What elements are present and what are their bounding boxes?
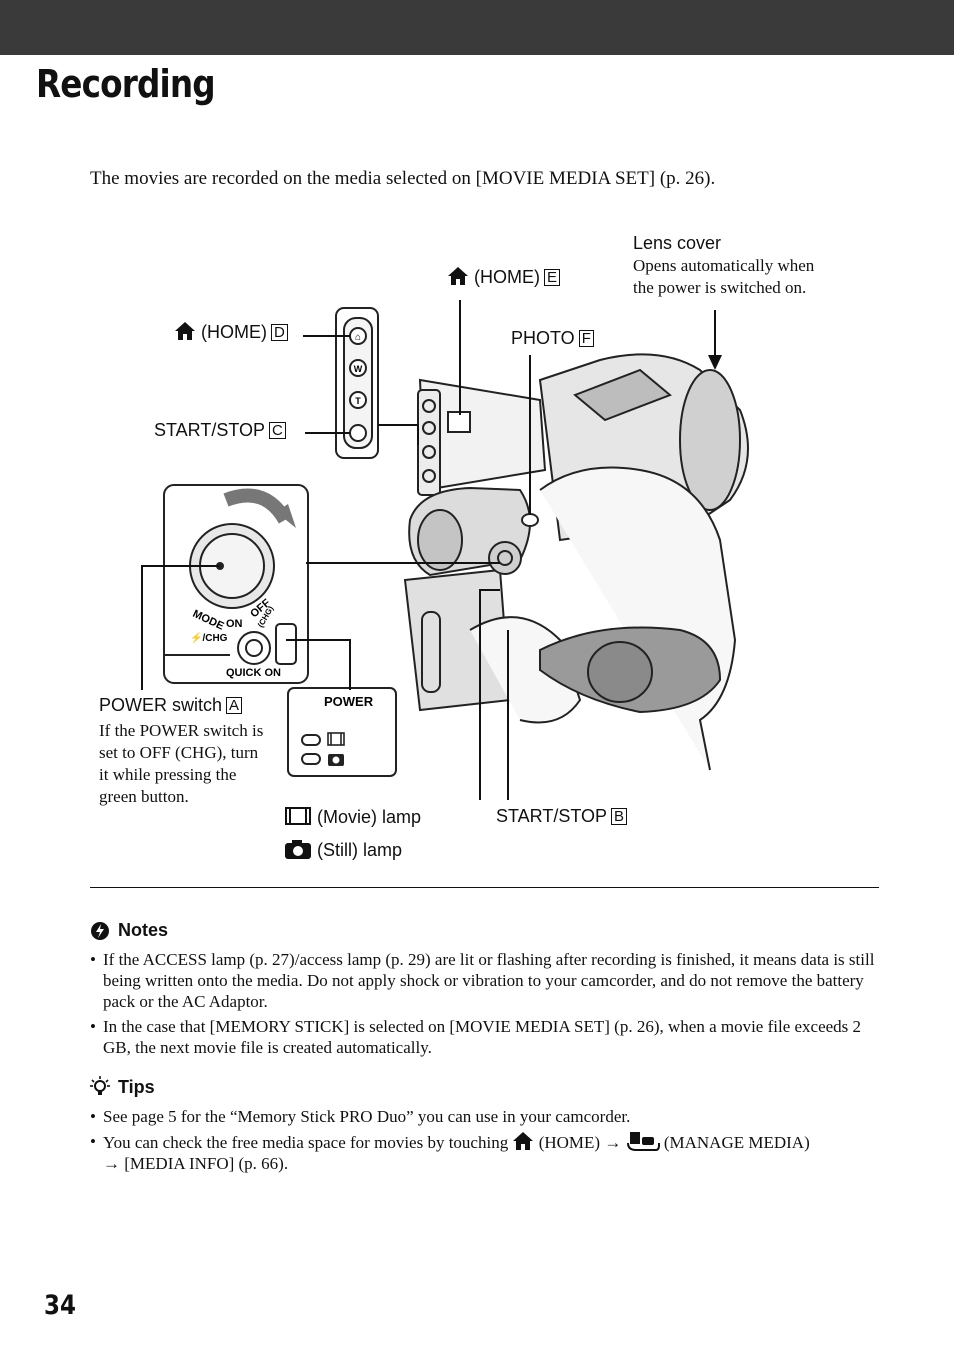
intro-text: The movies are recorded on the media sel… [90, 168, 716, 189]
home-icon [513, 1132, 534, 1150]
quick-on-label: QUICK ON [226, 667, 281, 679]
arrow-right-icon: → [103, 1154, 120, 1173]
notes-item: If the ACCESS lamp (p. 27)/access lamp (… [90, 949, 880, 1012]
home-e-callout: (HOME)E [447, 266, 561, 288]
power-panel-label: POWER [324, 694, 374, 709]
home-icon [175, 322, 195, 340]
lens-cover-title: Lens cover [633, 233, 722, 253]
notes-heading: Notes [90, 920, 168, 941]
still-lamp-callout: (Still) lamp [284, 839, 402, 861]
movie-lamp-callout: (Movie) lamp [284, 806, 421, 828]
dial-on-label: ON [226, 618, 243, 630]
section-divider [90, 887, 879, 888]
panel-film-icon [327, 732, 345, 746]
camera-icon [285, 840, 311, 859]
tips-heading: Tips [90, 1076, 155, 1098]
lightbulb-icon [90, 1076, 110, 1095]
zoom-w-label: W [354, 364, 363, 374]
lens-cover-desc: Opens automatically when the power is sw… [633, 256, 815, 297]
tips-item: You can check the free media space for m… [90, 1131, 880, 1174]
header-bar [0, 0, 954, 55]
film-icon [285, 807, 311, 825]
dial-flash-label: ⚡/CHG [190, 631, 228, 644]
home-d-callout: (HOME)D [174, 321, 288, 343]
home-icon [448, 267, 468, 285]
panel-camera-icon [328, 754, 344, 766]
page-title: Recording [36, 62, 216, 106]
arrow-right-icon: → [604, 1133, 622, 1152]
zoom-t-label: T [355, 396, 361, 406]
manage-media-icon [626, 1132, 660, 1151]
tips-item: See page 5 for the “Memory Stick PRO Duo… [90, 1106, 880, 1127]
page-number: 34 [44, 1290, 76, 1321]
notes-icon [91, 921, 109, 940]
notes-item: In the case that [MEMORY STICK] is selec… [90, 1016, 880, 1058]
tips-list: See page 5 for the “Memory Stick PRO Duo… [90, 1106, 880, 1178]
power-switch-desc: If the POWER switch is set to OFF (CHG),… [99, 721, 264, 806]
camcorder-diagram: ⌂ W T MODE ON OFF (CHG) ⚡/CHG QUICK ON P… [141, 300, 749, 800]
notes-list: If the ACCESS lamp (p. 27)/access lamp (… [90, 949, 880, 1062]
zoom-home-glyph: ⌂ [355, 332, 361, 343]
